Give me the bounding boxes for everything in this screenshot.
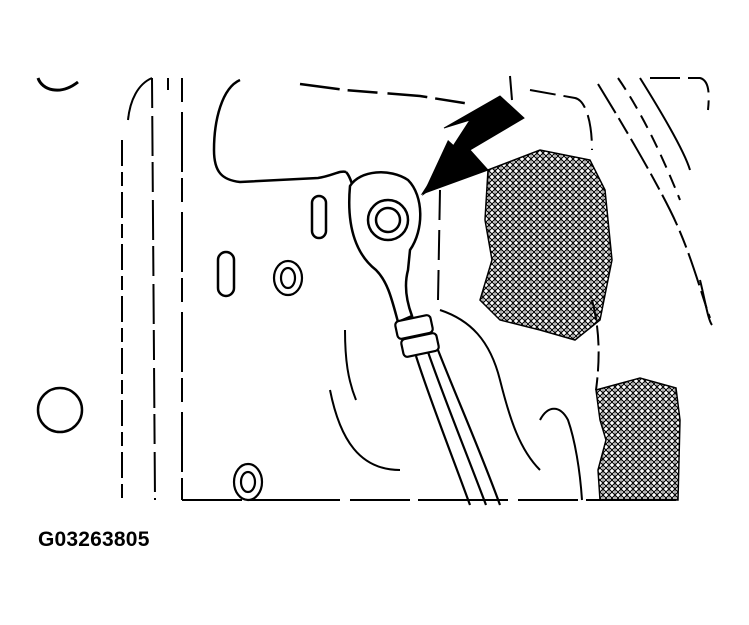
pointer-arrow-tip: [422, 140, 470, 196]
slot-hole-left: [216, 250, 236, 298]
hatched-region-lower: [595, 377, 681, 501]
inner-panel-edge: [437, 189, 441, 301]
figure-id-label: G03263805: [38, 528, 150, 551]
lower-panel-contour: [182, 299, 680, 501]
ground-strap-terminal: [348, 171, 422, 324]
door-panel-contour: [212, 78, 471, 191]
upper-left-trim-edge: [36, 77, 79, 92]
round-hole-left: [36, 386, 84, 434]
slot-hole-upper: [310, 194, 328, 240]
grommet-lower: [232, 462, 264, 502]
left-pillar-outline: [121, 77, 183, 501]
right-frame-outline: [509, 75, 713, 326]
ground-strap-cable: [414, 349, 502, 506]
grommet-upper: [272, 259, 304, 297]
hatched-region-upper: [479, 149, 613, 341]
strap-crimp: [394, 314, 440, 358]
